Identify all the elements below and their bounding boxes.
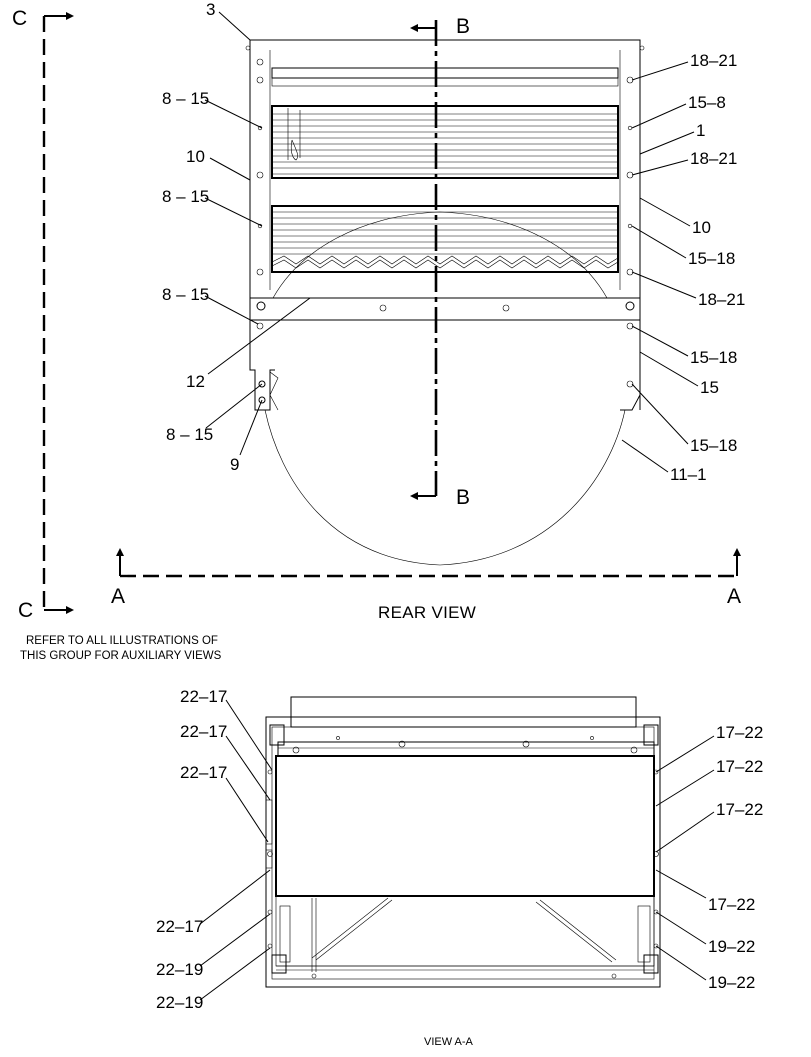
callout-15-8: 15–8: [688, 93, 726, 112]
section-c-line: C C: [12, 7, 74, 622]
view-aa-caption: VIEW A-A: [424, 1036, 474, 1048]
callout-12: 12: [186, 372, 205, 391]
callout-9: 9: [230, 455, 239, 474]
fastener-holes: [245, 45, 645, 404]
callout-15-18-b: 15–18: [690, 348, 737, 367]
note-line-1: REFER TO ALL ILLUSTRATIONS OF: [26, 635, 218, 647]
callout-17-22-d: 17–22: [708, 895, 755, 914]
callout-22-17-c: 22–17: [180, 763, 227, 782]
section-a-right-label: A: [727, 585, 741, 608]
callout-15: 15: [700, 378, 719, 397]
callout-18-21-c: 18–21: [698, 290, 745, 309]
callout-15-18-c: 15–18: [690, 436, 737, 455]
section-c-top-label: C: [12, 7, 27, 30]
callout-22-19-a: 22–19: [156, 960, 203, 979]
view-aa-assembly: [265, 696, 661, 988]
callout-10-right: 10: [692, 218, 711, 237]
callout-22-17-b: 22–17: [180, 722, 227, 741]
callout-19-22-a: 19–22: [708, 937, 755, 956]
section-c-bottom-label: C: [18, 599, 33, 622]
callout-15-18-a: 15–18: [688, 249, 735, 268]
callout-17-22-b: 17–22: [716, 757, 763, 776]
callout-22-19-b: 22–19: [156, 993, 203, 1012]
section-a-line: A A: [111, 548, 741, 608]
callout-8-15-a: 8 – 15: [162, 89, 209, 108]
callout-8-15-b: 8 – 15: [162, 187, 209, 206]
section-b-top-label: B: [456, 15, 470, 38]
section-b-bottom-label: B: [456, 486, 470, 509]
section-a-left-label: A: [111, 585, 125, 608]
view-aa-callouts-left: 22–17 22–17 22–17 22–17 22–19 22–19: [156, 687, 273, 1012]
callout-22-17-a: 22–17: [180, 687, 227, 706]
rear-callouts-right: 18–21 15–8 1 18–21 10 15–18 18–21 15–18 …: [621, 51, 745, 484]
callout-1: 1: [696, 121, 705, 140]
view-aa-callouts-right: 17–22 17–22 17–22 17–22 19–22 19–22: [655, 723, 763, 992]
callout-10: 10: [186, 147, 205, 166]
top-grille: [272, 108, 618, 175]
rear-view-caption: REAR VIEW: [378, 603, 476, 622]
rear-view-assembly: B B: [245, 15, 645, 566]
note-line-2: THIS GROUP FOR AUXILIARY VIEWS: [20, 650, 222, 662]
callout-17-22-a: 17–22: [716, 723, 763, 742]
bottom-grille: [271, 211, 619, 269]
view-aa-holes: [267, 736, 659, 979]
callout-3: 3: [206, 0, 215, 19]
callout-8-15-c: 8 – 15: [162, 285, 209, 304]
rear-callouts-left: 3 8 – 15 10 8 – 15 8 – 15 12 8 – 15 9: [162, 0, 311, 474]
callout-22-17-d: 22–17: [156, 917, 203, 936]
callout-17-22-c: 17–22: [716, 800, 763, 819]
callout-8-15-d: 8 – 15: [166, 425, 213, 444]
callout-18-21-a: 18–21: [690, 51, 737, 70]
callout-11-1: 11–1: [670, 465, 707, 484]
callout-19-22-b: 19–22: [708, 973, 755, 992]
callout-18-21-b: 18–21: [690, 149, 737, 168]
